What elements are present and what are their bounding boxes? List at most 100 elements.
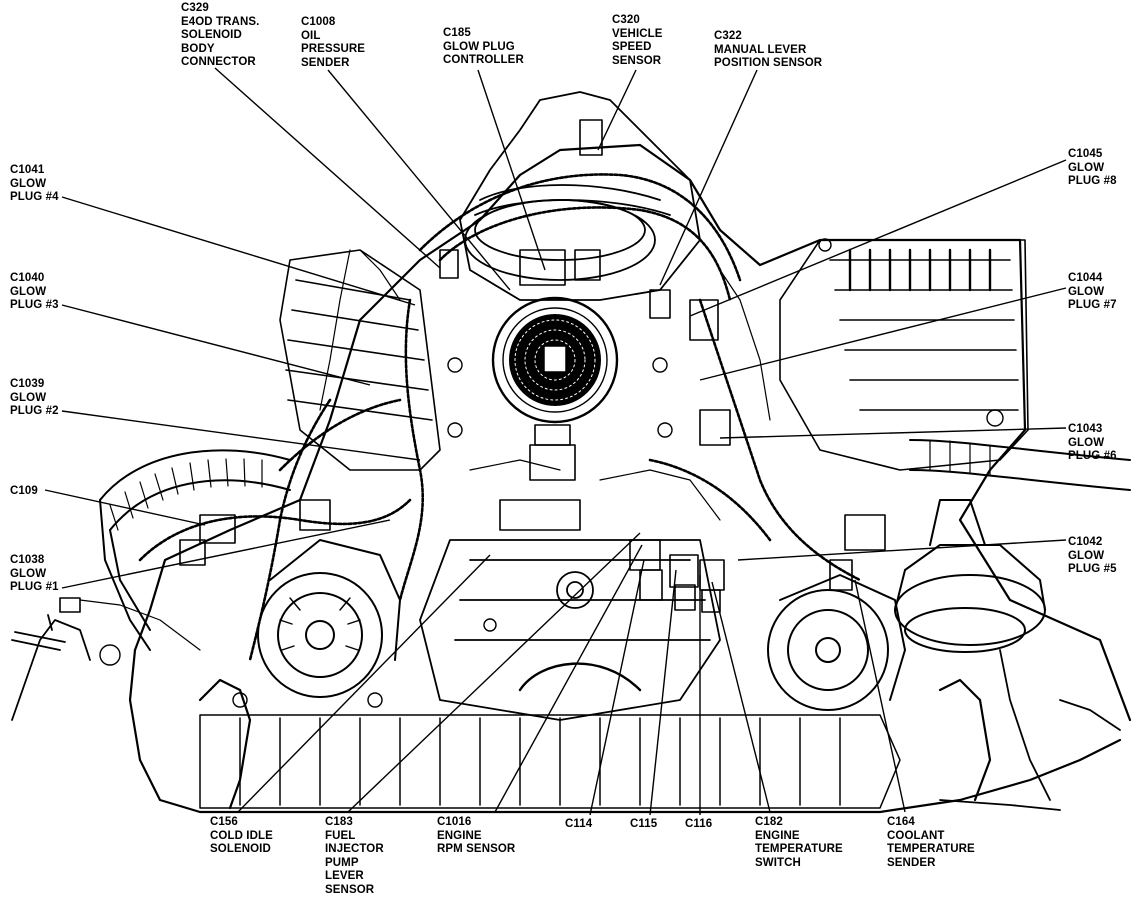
callout-line: C115 [630, 818, 658, 830]
callout-line: GLOW [1068, 549, 1105, 562]
bolts [99, 238, 1004, 708]
callout-line: GLOW [10, 391, 47, 404]
callout-line: GLOW [10, 567, 47, 580]
callout-line: GLOW [1068, 436, 1105, 449]
callout-line: BODY [181, 42, 215, 55]
callout-c109: C109 [10, 485, 38, 499]
callout-line: SOLENOID [210, 843, 271, 855]
callout-line: C1042 [1068, 536, 1103, 548]
callout-line: CONNECTOR [181, 56, 256, 68]
callout-line: E4OD TRANS. [181, 15, 260, 28]
callout-line: SWITCH [755, 856, 801, 869]
callout-line: CONTROLLER [443, 54, 524, 66]
oil-pan [199, 714, 901, 809]
callout-line: OIL [301, 29, 321, 42]
callout-line: C1039 [10, 378, 45, 390]
callout-line: LEVER [325, 870, 364, 882]
leader-c320 [597, 69, 637, 151]
callout-line: GLOW [1068, 285, 1105, 298]
leader-c115 [649, 569, 677, 816]
left-hose [99, 449, 291, 651]
air-inlet [491, 296, 619, 424]
callout-line: PLUG #4 [10, 191, 59, 203]
callout-line: C156 [210, 816, 238, 828]
callout-line: SPEED [612, 41, 652, 53]
callout-line: PLUG #8 [1068, 175, 1117, 187]
leader-c1042 [737, 539, 1067, 561]
callout-line: SENDER [301, 56, 350, 69]
callout-line: PLUG #6 [1068, 450, 1117, 462]
leader-lines [44, 67, 1067, 816]
callout-line: TEMPERATURE [887, 843, 975, 855]
right-pump [767, 574, 906, 711]
callout-line: C183 [325, 816, 353, 828]
connector-blocks [59, 119, 886, 613]
callout-line: INJECTOR [325, 843, 384, 855]
left-alternator [257, 539, 401, 698]
leader-c1045 [689, 159, 1067, 317]
callout-line: COLD IDLE [210, 829, 273, 842]
callout-line: C116 [685, 818, 713, 830]
callout-line: C1016 [437, 816, 472, 828]
callout-line: FUEL [325, 829, 356, 842]
left-bracket [11, 614, 91, 721]
leader-c1039 [61, 410, 421, 461]
callout-line: SENSOR [612, 54, 662, 67]
callout-line: VEHICLE [612, 27, 663, 40]
callout-line: RPM SENSOR [437, 843, 516, 855]
leader-c1043 [719, 427, 1067, 439]
callout-line: PLUG #7 [1068, 299, 1117, 311]
callout-line: SENSOR [325, 883, 375, 896]
callout-line: PLUG #2 [10, 405, 59, 417]
thin-wires [79, 249, 771, 651]
leader-c1038 [61, 519, 391, 589]
front-cover [419, 539, 721, 721]
callout-line: C1038 [10, 554, 45, 566]
callout-line: GLOW [10, 285, 47, 298]
callout-line: C329 [181, 2, 209, 14]
right-hose [909, 439, 1131, 491]
leader-c114 [589, 559, 645, 816]
callout-line: C320 [612, 14, 640, 26]
leader-c156 [237, 554, 491, 813]
callout-line: COOLANT [887, 829, 945, 842]
callout-line: POSITION SENSOR [714, 57, 823, 69]
callout-line: C114 [565, 818, 593, 830]
callout-c114: C114 [565, 818, 592, 832]
leader-c183 [347, 532, 641, 813]
callout-line: C1045 [1068, 148, 1103, 160]
callout-line: PLUG #5 [1068, 563, 1117, 575]
callout-c115: C115 [630, 818, 657, 832]
callout-line: C1041 [10, 164, 45, 176]
callout-line: TEMPERATURE [755, 843, 843, 855]
leader-c322 [659, 69, 758, 286]
vacuum-pump [894, 499, 1046, 653]
wiring-harness [138, 173, 862, 662]
callout-line: C182 [755, 816, 783, 828]
callout-line: C1008 [301, 16, 336, 28]
callout-line: ENGINE [437, 829, 482, 842]
callout-line: SOLENOID [181, 29, 242, 41]
leader-c1041 [61, 196, 416, 306]
leader-c1016 [494, 544, 643, 813]
callout-line: PRESSURE [301, 43, 366, 55]
callout-line: C164 [887, 816, 915, 828]
callout-line: C185 [443, 27, 471, 39]
valve-covers [279, 239, 1029, 471]
